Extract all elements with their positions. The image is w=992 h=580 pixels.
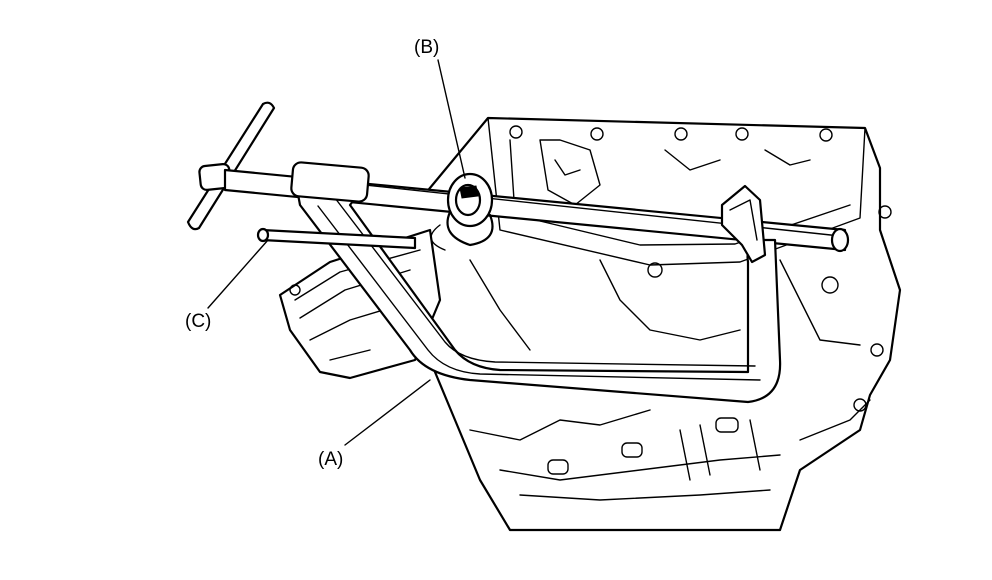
callout-label-b: (B) [414, 37, 440, 58]
attachment-b [430, 172, 494, 251]
tool-body-a [290, 161, 782, 404]
part-c [256, 227, 417, 250]
callout-label-a: (A) [318, 449, 344, 470]
leader-line-b [437, 59, 466, 179]
housing [278, 116, 902, 532]
callout-label-c: (C) [185, 311, 212, 332]
t-handle-shaft [186, 101, 850, 253]
leader-line-c [207, 239, 269, 309]
leader-lines [207, 59, 466, 446]
leader-line-a [344, 379, 431, 446]
